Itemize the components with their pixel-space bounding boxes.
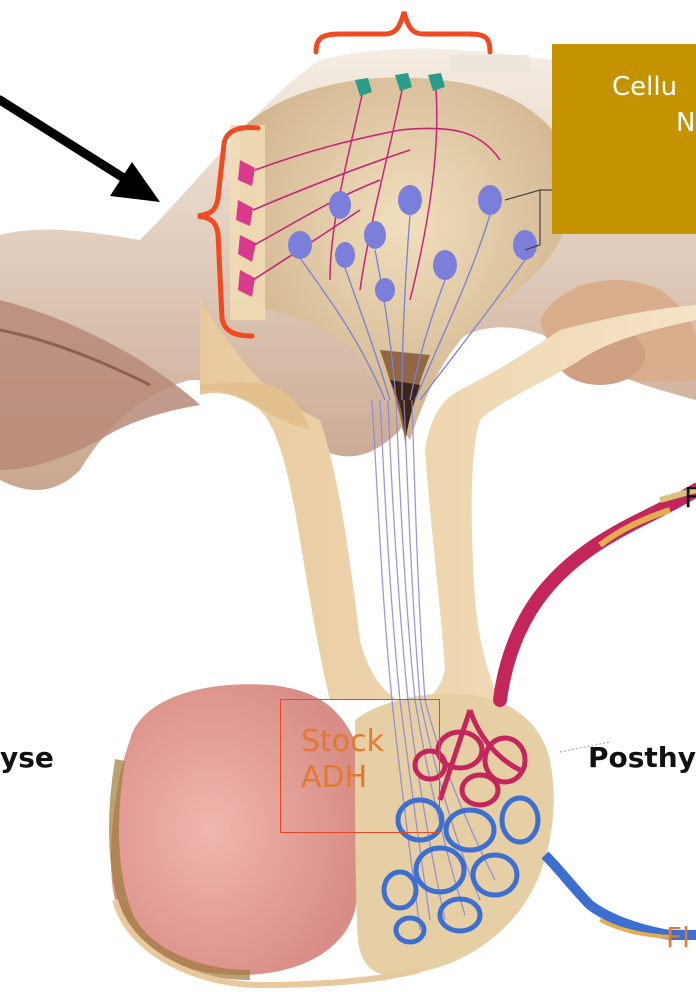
pointer-arrow bbox=[0, 100, 160, 202]
cellular-label-line1: Cellu bbox=[612, 68, 677, 106]
bottom-right-label: Fl bbox=[666, 924, 690, 952]
posthypophysis-label: Posthy bbox=[588, 744, 696, 772]
cellular-label-box: Cellu N bbox=[552, 44, 696, 234]
stock-adh-box: Stock ADH bbox=[280, 699, 440, 833]
right-mid-label: F bbox=[684, 484, 696, 512]
stock-label: Stock bbox=[301, 724, 384, 760]
adenohypophysis-label: yse bbox=[0, 744, 54, 772]
adh-label: ADH bbox=[301, 760, 367, 796]
artery bbox=[500, 490, 696, 700]
cellular-label-line2: N bbox=[676, 104, 695, 142]
top-bracket bbox=[316, 12, 490, 52]
